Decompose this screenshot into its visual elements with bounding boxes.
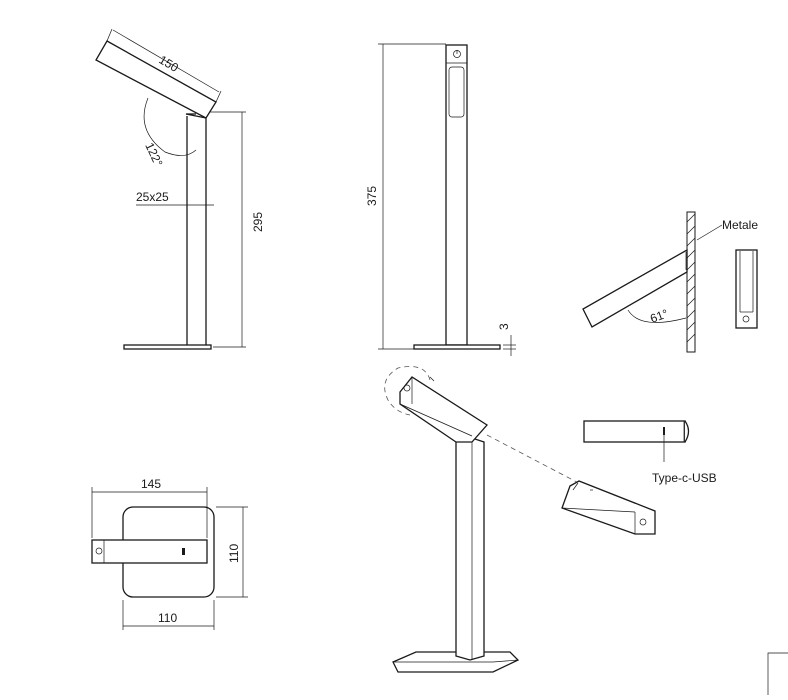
frame-corner [767, 652, 788, 695]
side-section-label: 25x25 [136, 190, 169, 204]
front-view: 375 3 [365, 43, 516, 356]
detached-head: Type-c-USB [561, 420, 717, 535]
mount-angle-label: 61° [648, 306, 670, 325]
top-width-label: 145 [141, 477, 161, 491]
front-base-thickness-label: 3 [497, 323, 511, 330]
side-view: 150 122° 25x25 295 [95, 28, 265, 350]
side-angle-label: 122° [142, 140, 165, 169]
top-base-width-label: 110 [158, 611, 177, 625]
top-base-depth-label: 110 [227, 544, 241, 563]
metal-label: Metale [722, 218, 758, 232]
front-total-height-label: 375 [365, 186, 379, 206]
wall-mount-view: 61° Metale [582, 211, 758, 353]
top-view: 145 110 110 [91, 477, 248, 630]
usb-label: Type-c-USB [652, 471, 717, 485]
isometric-view [384, 366, 593, 673]
side-post-height-label: 295 [251, 212, 265, 232]
